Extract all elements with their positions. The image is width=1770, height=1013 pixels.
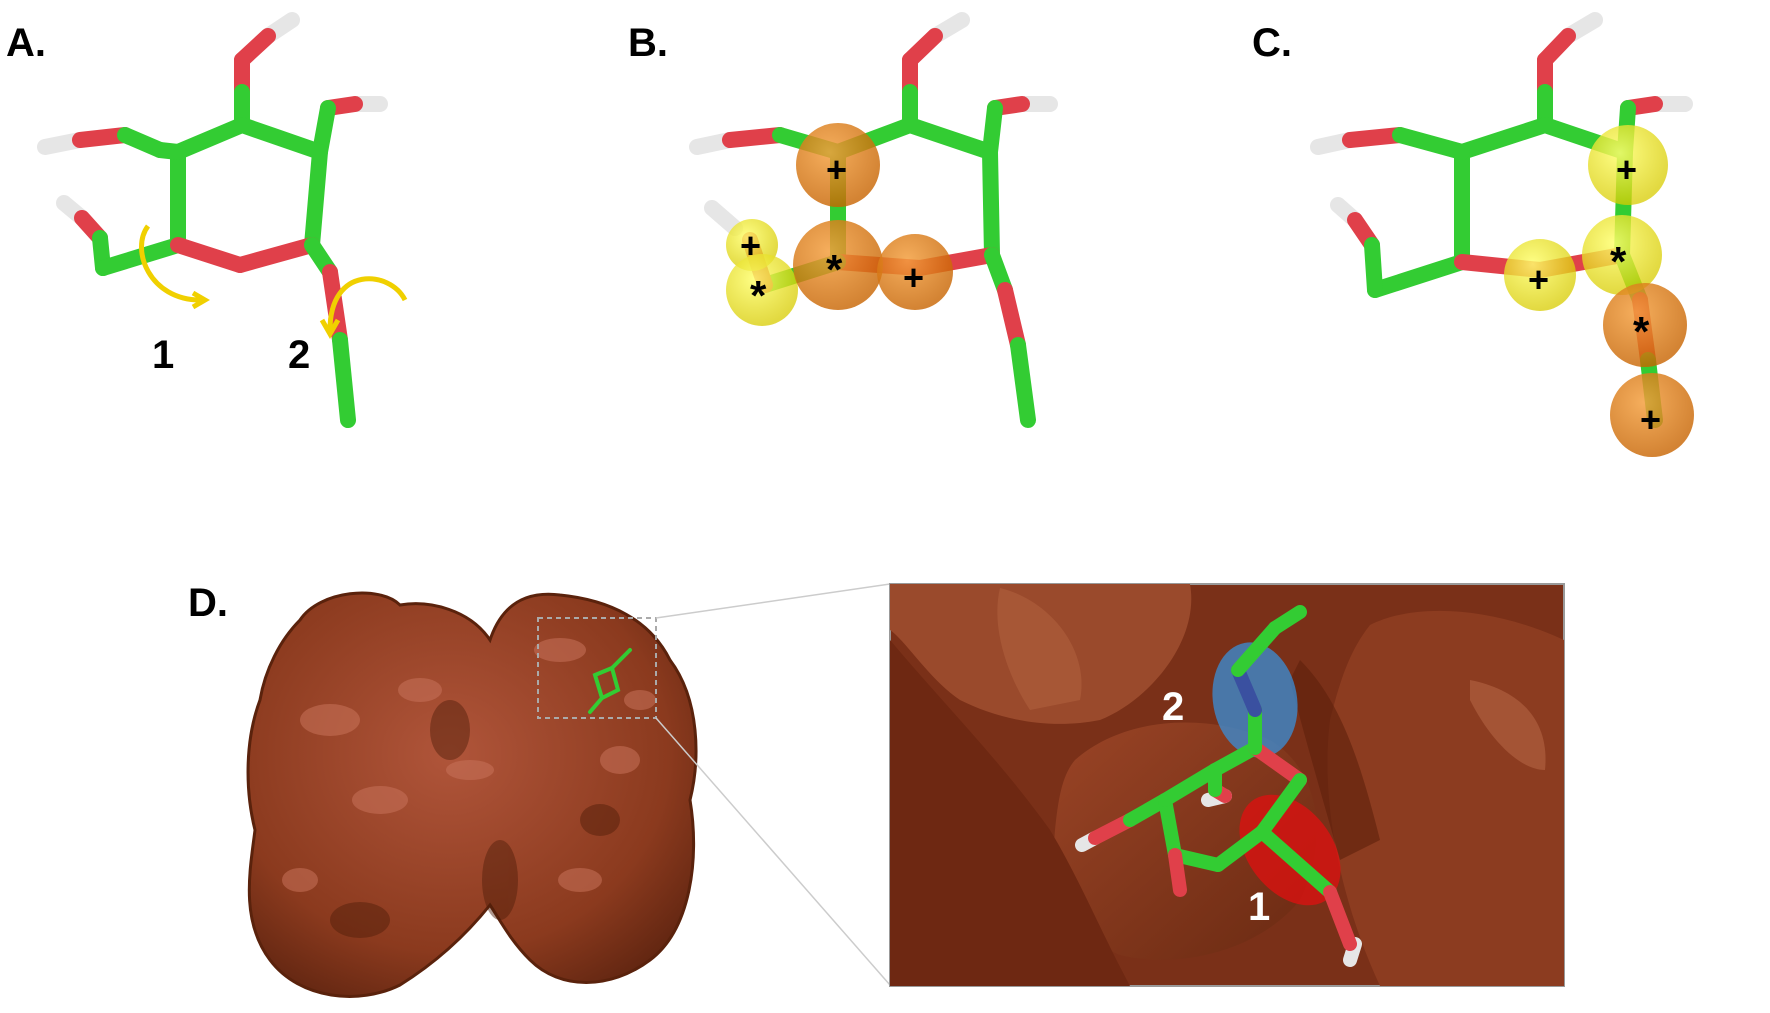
mark-plus: + bbox=[1640, 399, 1661, 440]
panel-b-label: B. bbox=[628, 21, 668, 65]
mark-plus: + bbox=[1616, 149, 1637, 190]
inset-torsion-1-label: 1 bbox=[1248, 885, 1270, 929]
mark-plus: + bbox=[1528, 259, 1549, 300]
surface-highlights bbox=[282, 638, 656, 892]
protein-body bbox=[246, 591, 698, 998]
panel-a-label: A. bbox=[6, 21, 46, 65]
mark-star: * bbox=[826, 246, 843, 293]
mark-plus: + bbox=[826, 149, 847, 190]
panel-c: C. bbox=[1252, 12, 1694, 457]
sphere-group-b bbox=[726, 123, 953, 326]
torsion-2-label: 2 bbox=[288, 333, 310, 377]
panel-a: A. bbox=[6, 12, 408, 428]
zoom-guide-line bbox=[655, 583, 891, 619]
mark-star: * bbox=[750, 272, 767, 319]
zoom-box bbox=[537, 617, 657, 719]
mark-star: * bbox=[1610, 238, 1627, 285]
mark-star: * bbox=[1633, 308, 1650, 355]
inset-surface bbox=[890, 584, 1564, 986]
curved-arrow-icon bbox=[139, 224, 210, 310]
zoom-guide-line bbox=[655, 717, 891, 986]
sphere-orange bbox=[796, 123, 880, 207]
panel-d-label: D. bbox=[188, 581, 228, 625]
inset-torsion-2-label: 2 bbox=[1162, 685, 1184, 729]
ligand-zoomed bbox=[1075, 605, 1362, 967]
sphere-yellow bbox=[726, 254, 798, 326]
surface-shadows bbox=[330, 700, 620, 938]
sphere-group-c bbox=[1504, 125, 1694, 457]
sphere-orange bbox=[793, 220, 883, 310]
mark-plus: + bbox=[740, 225, 761, 266]
ring-oxygen-bond bbox=[232, 237, 320, 273]
panel-d: D. bbox=[188, 581, 1565, 998]
sphere-yellow bbox=[1504, 239, 1576, 311]
panel-c-label: C. bbox=[1252, 21, 1292, 65]
panel-b: B. bbox=[628, 12, 1058, 428]
molecule-a bbox=[37, 12, 388, 428]
protein-surface bbox=[246, 591, 698, 998]
ring-bonds bbox=[170, 117, 328, 253]
sphere-orange bbox=[1610, 373, 1694, 457]
bond-c bbox=[152, 142, 186, 160]
sphere-orange bbox=[877, 234, 953, 310]
ligand-in-pocket bbox=[588, 648, 632, 714]
curved-arrow-icon bbox=[319, 276, 408, 340]
sphere-yellow bbox=[1588, 125, 1668, 205]
bond-c bbox=[332, 332, 356, 428]
torsion-1-label: 1 bbox=[152, 333, 174, 377]
mark-plus: + bbox=[903, 257, 924, 298]
zoom-inset: 2 1 bbox=[889, 583, 1565, 987]
ring-oxygen-bond bbox=[170, 237, 248, 273]
sphere-yellow bbox=[1582, 215, 1662, 295]
sphere-orange bbox=[1603, 283, 1687, 367]
